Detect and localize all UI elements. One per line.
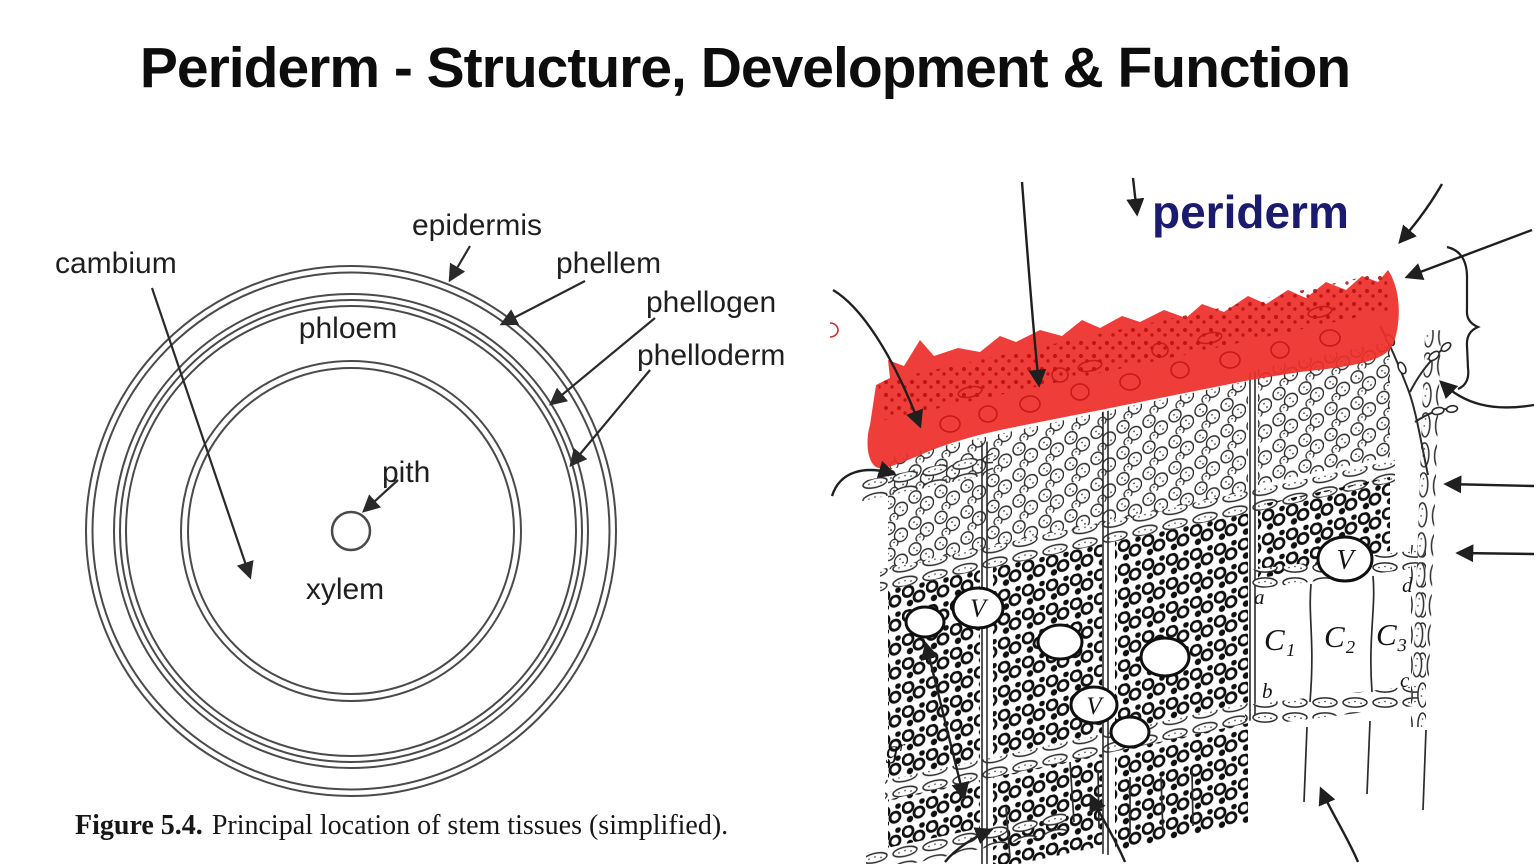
ray-band-protruding-left [858,453,993,503]
page-title: Periderm - Structure, Development & Func… [139,36,1351,100]
phellogen-arrow [548,317,656,406]
label-gr: gʳ [886,737,906,764]
cells-through-red [830,305,1341,433]
figure-caption: Figure 5.4. Principal location of stem ti… [75,810,835,842]
label-b: b [1262,679,1273,703]
phellem-arrow [499,280,586,326]
label-c2: C₂ [1324,619,1356,654]
twig [1379,325,1459,476]
pith-arrow [362,479,399,513]
pith-circle [330,510,372,552]
vessel-blobs [904,535,1374,749]
vessel-blob-v1 [951,586,1005,630]
periderm-down-arrow [1126,177,1145,217]
vertical-ray-lines [981,371,1256,864]
epidermis-arrow [448,245,471,283]
phelloderm-arrow [569,369,651,468]
label-phellem: phellem [556,247,661,280]
bottom-arrow-3 [1318,786,1360,863]
c-region [1245,550,1422,803]
left-upper-curved-arrow [832,288,924,429]
growth-ring-measure-arrow [920,641,970,801]
stem-tissue-diagram: cambium epidermis phellem phellogen phel… [55,209,785,797]
bottom-arrow-2 [1089,793,1127,863]
top-long-arrow [1020,181,1047,388]
right-figure-arrows [830,177,1535,863]
right-upper-arrow [1404,228,1533,281]
right-lower-arrow [1455,544,1535,563]
vessel-blob-v3 [1069,685,1119,725]
fringe-lines [1005,761,1194,859]
right-mid-arrow [1443,475,1535,494]
c-divider-2 [1370,575,1375,693]
label-phellogen: phellogen [646,286,776,319]
label-phloem: phloem [299,312,397,345]
bottom-arrow-1 [944,827,994,863]
label-periderm: periderm [1152,186,1349,238]
label-epidermis: epidermis [412,209,542,242]
periderm-red-highlight [830,270,1399,469]
left-figure-arrows [150,245,656,580]
periderm-histology-figure: periderm V V V C₁ C₂ C₃ a b c d gʳ [830,177,1535,864]
left-ray-arrow [830,460,897,497]
concentric-rings [85,265,617,797]
ray-band-1 [880,459,1395,592]
figure-caption-number: Figure 5.4. [75,810,203,841]
c-region-bottom-ray [1245,685,1422,727]
vessel-blob-v2 [1316,535,1374,583]
ray-band-bottom-left [866,809,1066,864]
label-c-letter: c [1400,668,1410,692]
ray-band-2 [885,702,1250,801]
label-phelloderm: phelloderm [637,339,785,372]
label-d: d [1402,573,1413,597]
label-cambium: cambium [55,247,177,280]
label-v1: V [970,594,989,623]
brace-hook-arrow [1439,380,1535,409]
label-v2: V [1336,545,1356,576]
label-c1: C₁ [1264,622,1295,657]
label-xylem: xylem [306,573,384,606]
label-c3: C₃ [1376,617,1407,652]
top-right-curved-arrow [1398,183,1444,245]
cambium-arrow [150,287,254,580]
c-divider-1 [1309,583,1313,703]
right-brace [1446,245,1481,391]
periderm-dotted-texture [878,272,1390,420]
label-a: a [1254,585,1265,609]
right-cell-stacks [1379,325,1459,811]
figure-caption-text: Principal location of stem tissues (simp… [211,810,729,841]
label-v3: V [1086,693,1104,720]
label-pith: pith [382,456,430,489]
